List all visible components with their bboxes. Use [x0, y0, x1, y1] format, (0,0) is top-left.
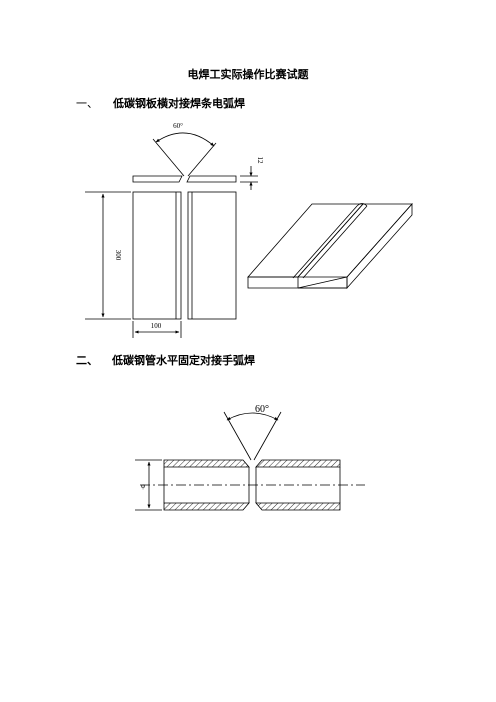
plate-width-dimension: [132, 321, 182, 338]
section-2-heading: 低碳钢管水平固定对接手弧焊: [112, 354, 255, 367]
plate-angle-label: 60°: [173, 122, 183, 130]
section-2-number: 二、: [76, 354, 98, 367]
plate-isometric-view: [247, 202, 413, 290]
page-title: 电焊工实际操作比赛试题: [187, 68, 309, 81]
plate-thickness-dimension: [240, 166, 258, 190]
plate-thickness-label: 12: [256, 157, 264, 165]
section-1-heading: 低碳钢板横对接焊条电弧焊: [113, 97, 245, 110]
pipe-angle-label: 60°: [255, 404, 269, 415]
plate-height-label: 300: [114, 250, 122, 261]
plate-width-label: 100: [151, 322, 162, 330]
plate-cross-section: [132, 175, 237, 183]
plate-drawing: [85, 132, 413, 338]
plate-groove-angle: [152, 132, 217, 177]
pipe-diameter-label: φ: [141, 482, 145, 490]
pipe-left-section: [163, 459, 250, 511]
pipe-right-section: [255, 459, 341, 511]
pipe-drawing: [135, 411, 365, 511]
plate-height-dimension: [85, 191, 131, 320]
pipe-groove-angle: [223, 411, 282, 461]
pipe-diameter-dimension: [135, 459, 162, 511]
plate-front-view: [132, 191, 237, 320]
section-1-number: 一、: [76, 97, 98, 110]
